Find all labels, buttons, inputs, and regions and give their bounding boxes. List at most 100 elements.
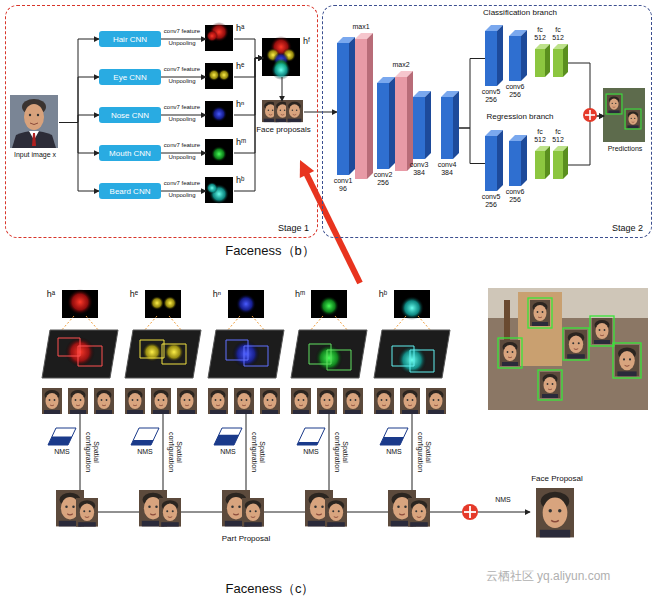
text-group: conv2256 <box>374 171 393 187</box>
illustration-part <box>131 440 154 445</box>
layer-block-shape <box>485 25 503 86</box>
illustration-part <box>291 388 311 414</box>
label-slot: hⁿ <box>213 289 221 299</box>
illustration-part <box>80 414 81 490</box>
illustration-part <box>518 292 562 366</box>
label-slot: NMS <box>495 496 511 504</box>
label-slot: conv7 feature <box>164 180 200 187</box>
illustration-part <box>211 106 227 122</box>
node-label: fc <box>534 26 546 34</box>
block-front-face <box>535 49 545 77</box>
node-label: 256 <box>482 96 501 104</box>
block-side-face <box>389 77 395 169</box>
block-side-face <box>497 25 503 86</box>
illustration-part <box>62 290 98 318</box>
illustration-part <box>400 296 424 320</box>
heatmap-label: hᵉ <box>130 289 138 299</box>
illustration-part <box>151 388 171 414</box>
illustration-part <box>607 95 621 113</box>
step-label: NMS <box>137 448 153 456</box>
node-label: 384 <box>438 169 457 177</box>
layer-block-shape <box>395 71 413 171</box>
step-label: NMS <box>495 496 511 504</box>
block-front-face <box>337 43 349 175</box>
illustration-part <box>181 512 222 513</box>
step-label: Spatial configuration <box>250 424 266 480</box>
illustration-part <box>498 338 522 368</box>
illustration-part <box>246 414 247 490</box>
node-label: conv2 <box>374 171 393 179</box>
label-slot: Spatial configuration <box>333 424 349 480</box>
illustration-part <box>408 498 430 527</box>
illustration-part <box>29 114 31 116</box>
block-side-face <box>545 44 550 77</box>
illustration-part <box>309 344 331 364</box>
block-side-face <box>563 44 568 77</box>
layer-block: conv5256 <box>485 31 497 86</box>
illustration-part <box>583 108 597 122</box>
node-label: fc <box>534 128 546 136</box>
illustration-part <box>430 512 462 513</box>
block-front-face <box>395 77 407 171</box>
illustration-part <box>12 131 56 148</box>
block-front-face <box>553 151 563 179</box>
illustration-part <box>589 110 591 120</box>
node-label: fc <box>552 26 564 34</box>
illustration-part <box>145 290 181 318</box>
illustration-part <box>125 330 201 378</box>
illustration-part <box>488 288 648 318</box>
label-slot: conv7 feature <box>164 104 200 111</box>
illustration-part <box>163 296 177 310</box>
illustration-part <box>260 388 280 414</box>
layer-block: fc512 <box>535 151 545 179</box>
figure-caption: Faceness（c） <box>226 582 315 596</box>
label-slot: conv7 feature <box>164 142 200 149</box>
node-label: conv4 <box>438 161 457 169</box>
illustration-part <box>286 100 303 122</box>
part-heatmaps <box>205 22 233 204</box>
block-front-face <box>509 141 521 186</box>
node-label: Predictions <box>608 145 643 153</box>
cnn-box: Hair CNN <box>99 31 161 47</box>
illustration-part <box>603 88 645 142</box>
cnn-name: Hair CNN <box>113 35 147 44</box>
block-side-face <box>497 130 503 191</box>
block-side-face <box>367 33 373 179</box>
illustration-part <box>291 330 367 378</box>
node-label: 256 <box>506 91 525 99</box>
connector <box>563 63 604 116</box>
text-group: hⁿ <box>236 99 244 109</box>
illustration-part <box>125 388 145 414</box>
text-group: Face proposals <box>256 125 311 134</box>
node-label: 256 <box>482 201 501 209</box>
label-slot: 云栖社区 yq.aliyun.com <box>486 570 611 583</box>
face-heatmap <box>262 36 300 80</box>
text-group: conv196 <box>334 177 353 193</box>
illustration-part <box>76 498 98 527</box>
illustration-part <box>58 338 80 356</box>
illustration-part <box>271 60 291 80</box>
label-slot: Spatial configuration <box>84 424 100 480</box>
heatmap-label: hᵃ <box>47 289 55 299</box>
illustration-part <box>206 30 218 42</box>
output-label: Part Proposal <box>222 534 270 543</box>
heatmap-label: hⁿ <box>213 289 221 299</box>
illustration-part <box>214 428 242 445</box>
illustration-part <box>297 428 325 445</box>
node-label: hᶠ <box>303 36 310 46</box>
illustration-part <box>317 388 337 414</box>
illustration-part <box>264 512 305 513</box>
cnn-name: Mouth CNN <box>109 149 151 158</box>
layer-block-shape <box>485 130 503 191</box>
node-label: 256 <box>374 179 393 187</box>
text-group: conv5256 <box>482 88 501 104</box>
illustration-part <box>347 512 388 513</box>
operation-label: Unpooling <box>168 192 195 199</box>
block-side-face <box>545 146 550 179</box>
illustration-part <box>325 498 347 527</box>
illustration-part <box>228 290 264 318</box>
connector <box>234 58 263 153</box>
text-group: hᵇ <box>236 175 244 185</box>
